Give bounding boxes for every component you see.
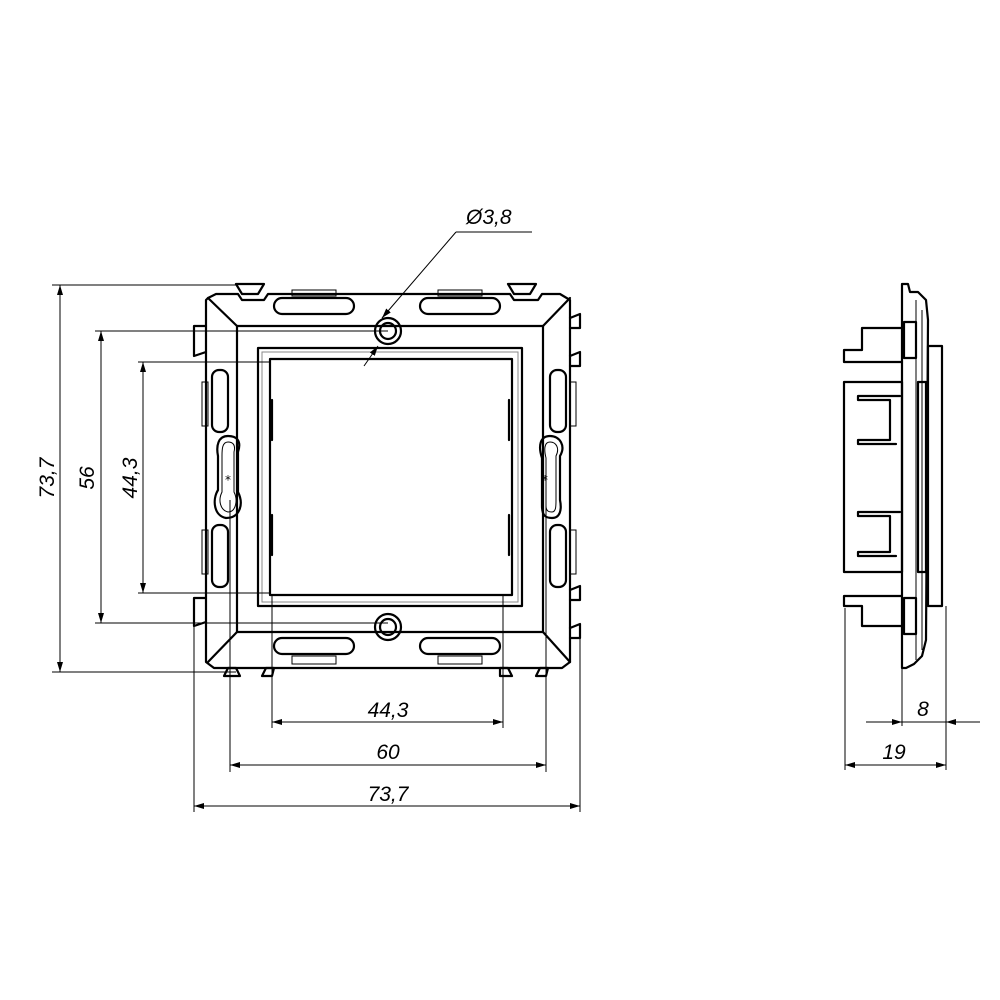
dim-opening-width: 44,3 — [368, 699, 409, 722]
dim-front-depth: 8 — [917, 698, 929, 721]
inner-bevel — [235, 324, 545, 634]
side-view-dimensions: 8 19 — [844, 606, 980, 770]
opening-outer — [256, 346, 524, 608]
keyhole-slot-right-icon: * — [539, 434, 564, 520]
outer-frame — [204, 292, 572, 670]
opening-inner — [268, 357, 514, 597]
dim-opening-height: 44,3 — [119, 457, 142, 498]
front-view-dimensions: 73,7 56 44,3 44,3 60 73,7 — [36, 284, 581, 812]
svg-text:*: * — [542, 473, 548, 487]
keyhole-slot-left-icon: * — [213, 434, 242, 520]
screw-hole-bottom-icon — [373, 612, 403, 642]
dim-total-depth: 19 — [882, 741, 906, 764]
front-view: * * Ø3,8 — [192, 206, 582, 678]
dim-mount-height: 56 — [76, 466, 99, 490]
dim-overall-width: 73,7 — [368, 783, 410, 806]
svg-text:*: * — [225, 473, 231, 487]
side-view — [842, 282, 944, 670]
hole-diameter-label: Ø3,8 — [465, 206, 512, 229]
hole-diameter-callout: Ø3,8 — [363, 206, 532, 367]
dim-overall-height: 73,7 — [36, 456, 59, 498]
dim-mount-width: 60 — [376, 741, 400, 764]
